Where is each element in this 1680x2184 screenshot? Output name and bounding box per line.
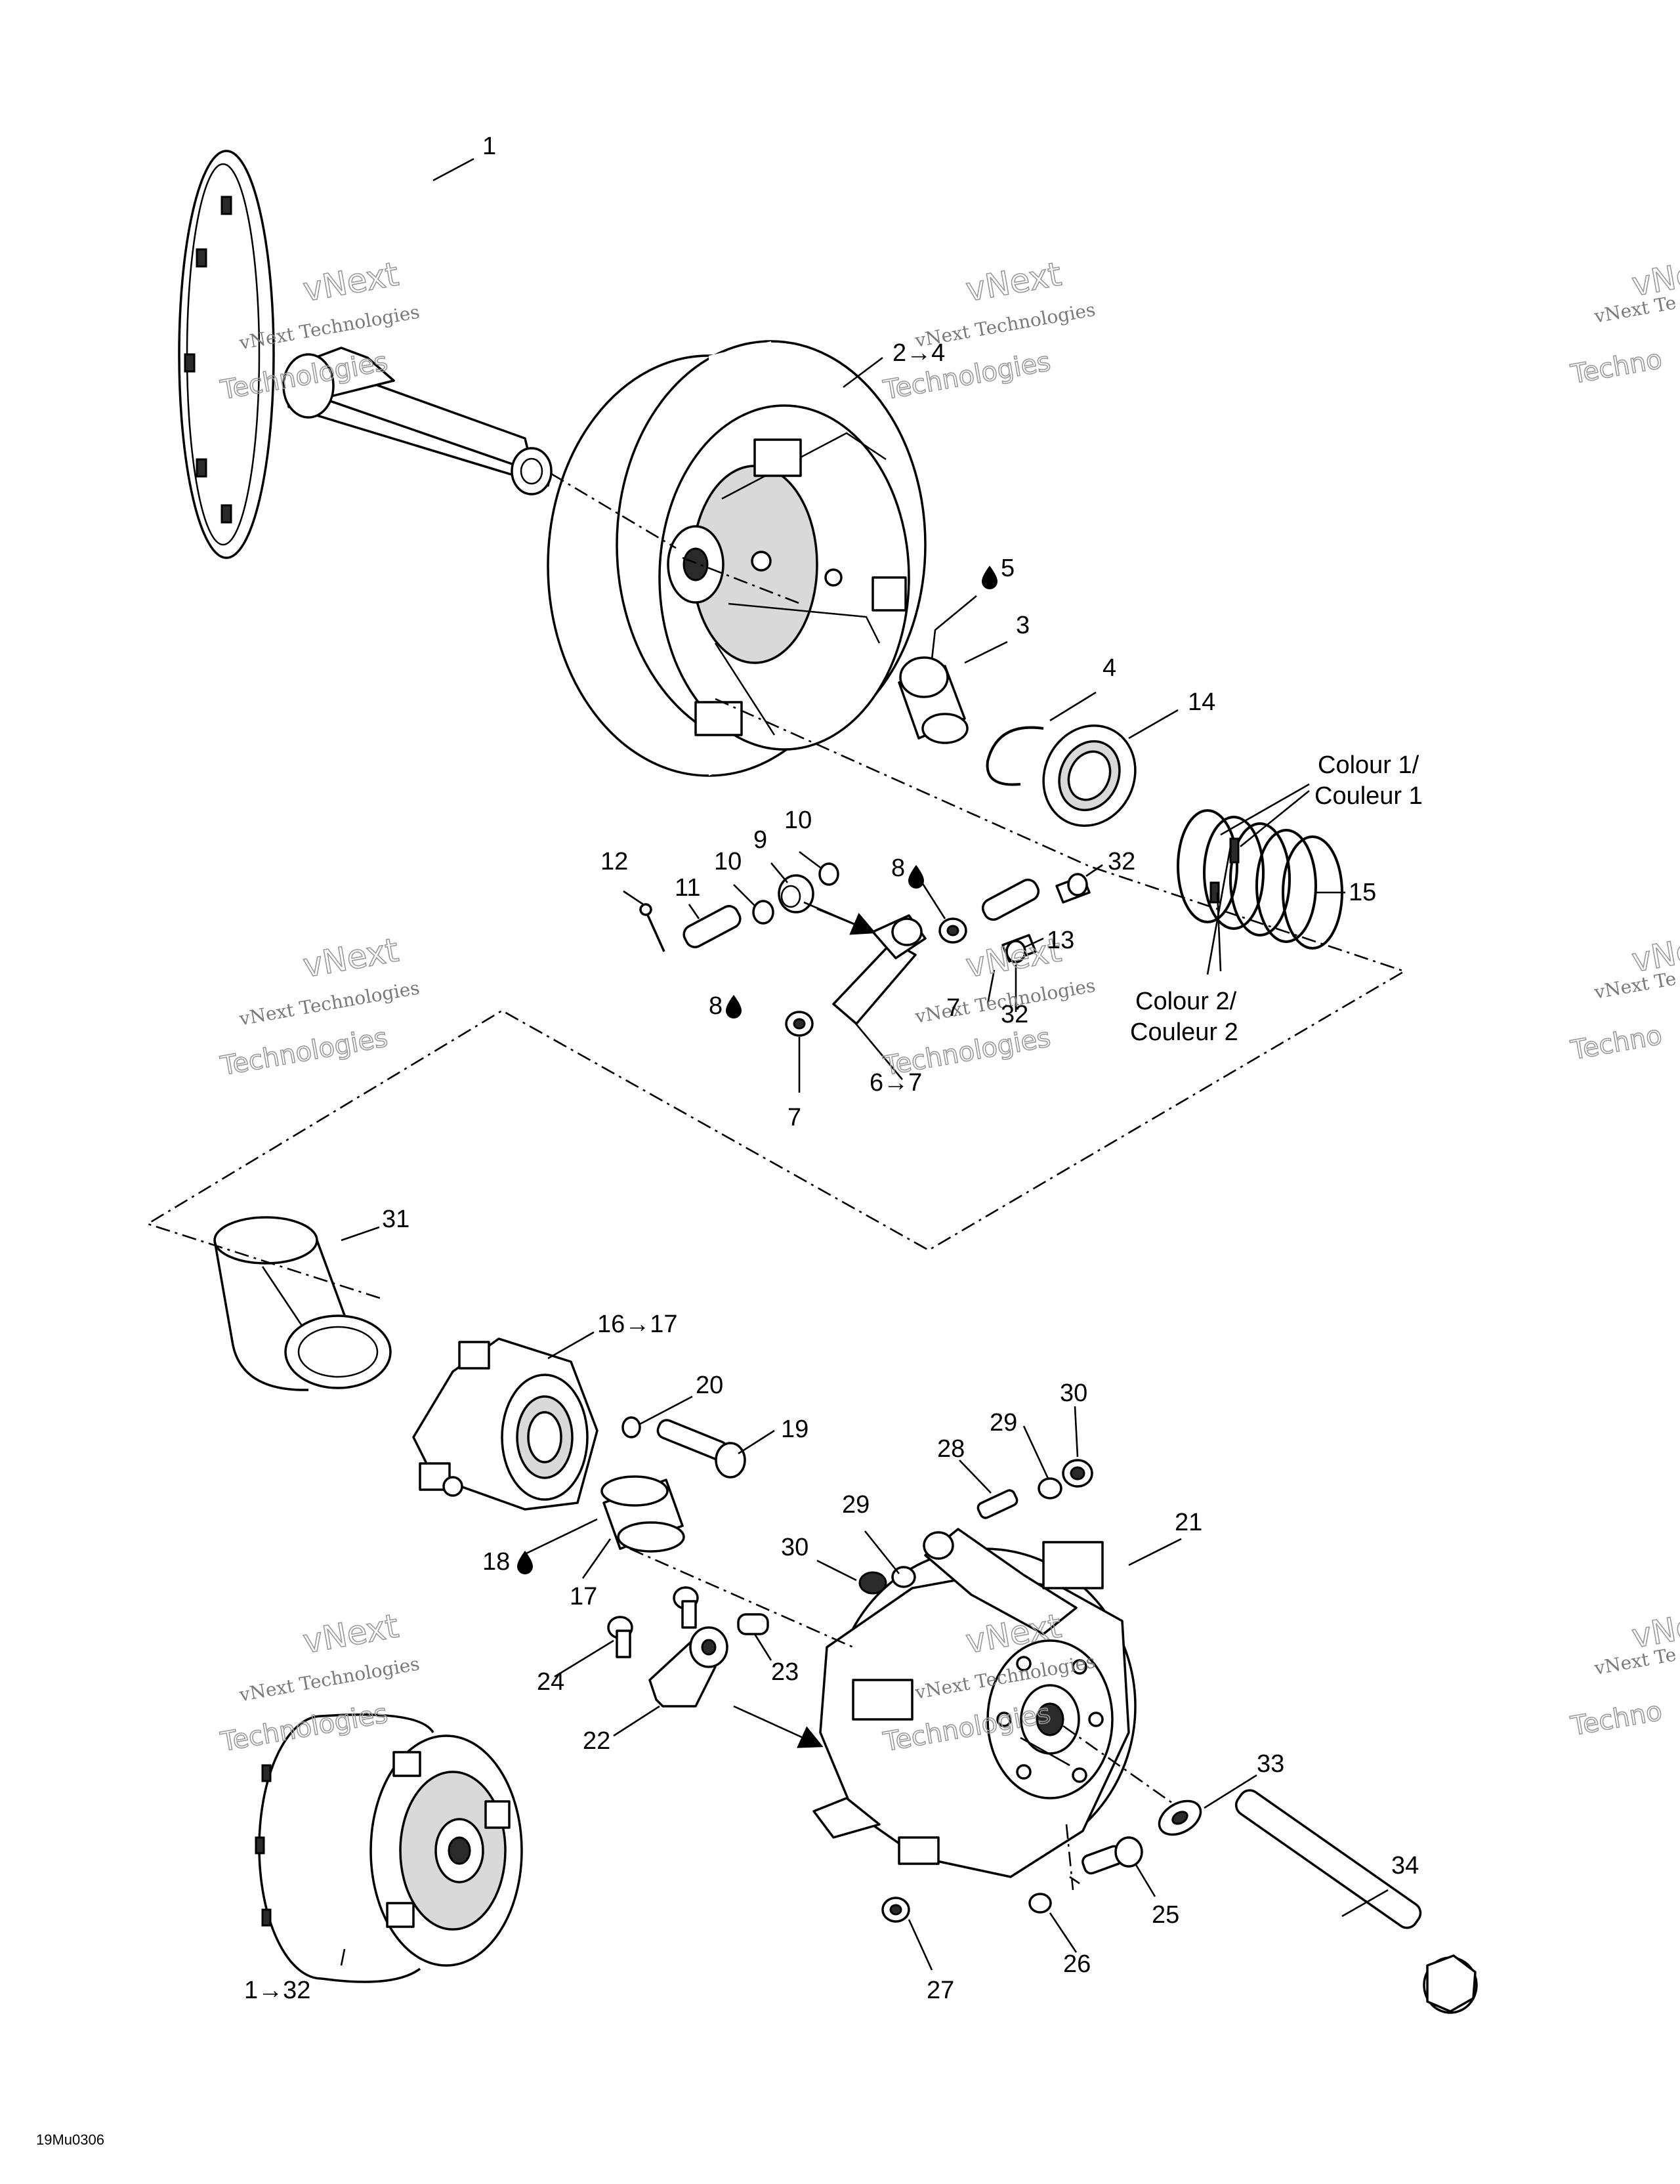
callout-30-lower: 30 [781, 1534, 808, 1561]
washer-33-bolt-34-drawing [1158, 1789, 1478, 2014]
sleeve-31-drawing [213, 1216, 392, 1391]
callout-23: 23 [771, 1658, 799, 1686]
svg-text:Techno: Techno [1568, 345, 1664, 390]
callout-27: 27 [927, 1977, 954, 2004]
callout-34: 34 [1391, 1852, 1419, 1880]
callout-16-17: 16→17 [597, 1311, 678, 1338]
callout-33: 33 [1257, 1750, 1284, 1778]
svg-text:vNext: vNext [301, 931, 402, 984]
callout-1-32: 1→32 [244, 1977, 310, 2004]
callout-30-upper: 30 [1060, 1379, 1087, 1407]
callout-9: 9 [753, 826, 767, 854]
roller-22-23-24-drawing [607, 1586, 769, 1708]
lubricant-drop-icon [517, 566, 998, 1574]
callout-11: 11 [675, 874, 700, 902]
colour-2-note-line1: Colour 2/ [1135, 988, 1237, 1015]
callout-25: 25 [1152, 1901, 1179, 1929]
callout-labels: 1 2→4 5 3 4 14 Colour 1/ Couleur 1 15 12… [244, 133, 1423, 2004]
colour-1-note-line2: Couleur 1 [1314, 782, 1423, 810]
callout-29-lower: 29 [842, 1491, 870, 1519]
callout-18: 18 [482, 1548, 510, 1576]
callout-4: 4 [1102, 654, 1116, 682]
watermark-mid-left: vNext vNext Technologies Technologies [217, 931, 421, 1082]
callout-7-lower: 7 [788, 1104, 801, 1131]
spider-16-drawing [412, 1337, 598, 1511]
callout-8-lower: 8 [709, 992, 723, 1020]
svg-text:vNext Technologies: vNext Technologies [237, 977, 421, 1030]
callout-20: 20 [696, 1372, 723, 1399]
assembly-guide-lines [145, 472, 1407, 1891]
washer-14-drawing [1042, 724, 1137, 828]
callout-15: 15 [1349, 879, 1376, 906]
watermark-top-center: vNext vNext Technologies Technologies [880, 255, 1097, 406]
colour-1-note-line1: Colour 1/ [1318, 751, 1419, 779]
callout-8-upper: 8 [891, 854, 905, 882]
bolts-25-26-27-drawing [881, 1836, 1143, 1923]
callout-5: 5 [1001, 555, 1015, 582]
callout-14: 14 [1188, 688, 1215, 716]
svg-text:Techno: Techno [1568, 1020, 1664, 1066]
callout-1: 1 [482, 133, 496, 160]
callout-26: 26 [1063, 1950, 1091, 1978]
callout-32-upper: 32 [1108, 848, 1135, 875]
leader-lines [340, 158, 1389, 1971]
screw-19-drawing [621, 1416, 746, 1479]
governor-cup-21-drawing [812, 1528, 1137, 1878]
callout-28: 28 [937, 1435, 965, 1463]
callout-12: 12 [600, 848, 628, 875]
callout-13: 13 [1047, 927, 1074, 954]
callout-10-right: 10 [784, 807, 812, 834]
drawing-reference-code: 19Mu0306 [36, 2132, 104, 2148]
small-parts-drawing [639, 862, 1091, 1037]
callout-32-lower: 32 [1001, 1001, 1028, 1028]
drive-pulley-assembly-drawing [255, 1713, 523, 1983]
watermark-top-right: vNext vNext Te Techno [1568, 249, 1680, 391]
bushing-17-drawing [600, 1475, 685, 1553]
callout-24: 24 [537, 1668, 564, 1696]
svg-text:vNext: vNext [301, 1606, 402, 1660]
bushing-3-drawing [898, 656, 969, 744]
spring-28-washers-29-30-drawing [858, 1459, 1093, 1595]
svg-text:Techno: Techno [1568, 1696, 1664, 1742]
svg-text:vNext: vNext [301, 255, 402, 308]
svg-text:vNext Technologies: vNext Technologies [237, 1653, 421, 1706]
colour-2-note-line2: Couleur 2 [1130, 1018, 1238, 1046]
spring-15-drawing [1177, 809, 1343, 950]
callout-31: 31 [382, 1206, 410, 1233]
circlip-4-drawing [986, 726, 1044, 786]
watermark-mid-right: vNext vNext Te Techno [1568, 925, 1680, 1067]
callout-17: 17 [570, 1583, 597, 1610]
callout-21: 21 [1175, 1509, 1202, 1536]
callout-10-left: 10 [714, 848, 742, 875]
callout-7-upper: 7 [946, 994, 960, 1022]
svg-text:vNext: vNext [963, 255, 1064, 308]
movable-sheave-drawing [547, 340, 927, 777]
callout-29-upper: 29 [990, 1409, 1017, 1437]
callout-19: 19 [781, 1416, 808, 1443]
callout-3: 3 [1016, 612, 1030, 639]
callout-2-4: 2→4 [892, 339, 945, 367]
callout-22: 22 [583, 1727, 610, 1755]
svg-text:Technologies: Technologies [218, 1022, 390, 1082]
callout-6-7: 6→7 [870, 1069, 922, 1097]
watermark-bottom-right: vNext vNext Te Techno [1568, 1601, 1680, 1743]
fixed-sheave-drawing [178, 150, 553, 559]
